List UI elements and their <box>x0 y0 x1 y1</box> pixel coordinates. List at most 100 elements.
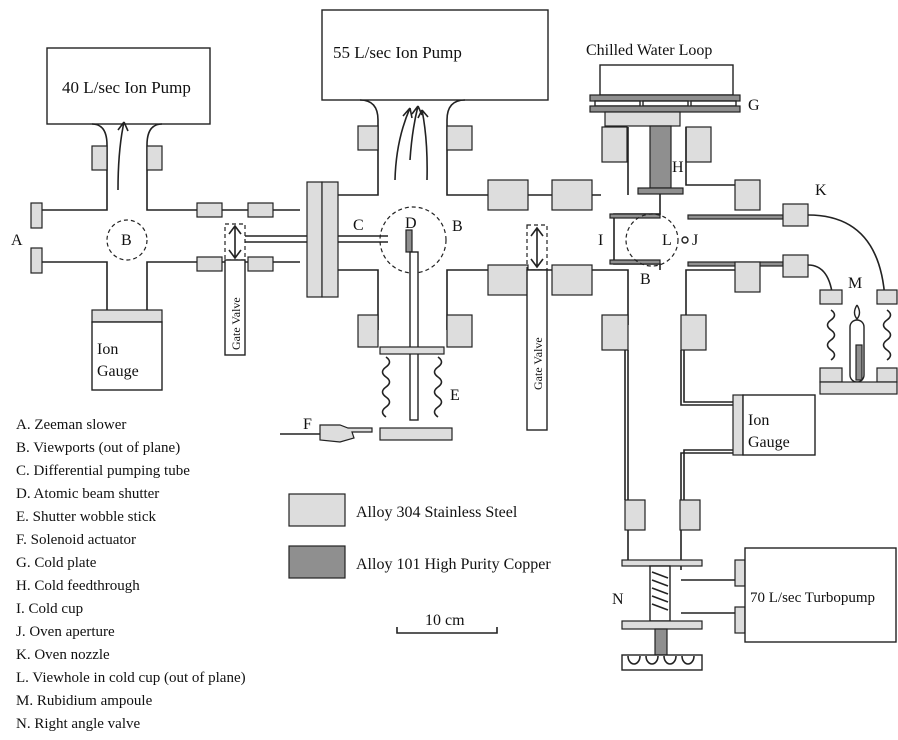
wobble-stick-shaft <box>409 251 419 421</box>
flange <box>819 367 843 383</box>
flange <box>91 309 163 323</box>
legend-item-l: L. Viewhole in cold cup (out of plane) <box>16 670 246 686</box>
valve-handle <box>621 654 703 671</box>
cold-cup-top <box>637 187 684 195</box>
legend-item-d: D. Atomic beam shutter <box>16 486 159 502</box>
ion-gauge-1-label-line2: Gauge <box>97 363 139 380</box>
ion-gauge-1-label-line1: Ion <box>97 341 118 358</box>
legend-item-i: I. Cold cup <box>16 601 83 617</box>
cold-plate-segment <box>690 100 737 107</box>
cold-cup-wall <box>609 259 661 265</box>
flange <box>679 499 701 531</box>
flange <box>446 125 473 151</box>
flange <box>446 314 473 348</box>
steel-label: Alloy 304 Stainless Steel <box>356 504 518 521</box>
flange <box>601 126 628 163</box>
pipe-left <box>624 350 629 500</box>
copper-label: Alloy 101 High Purity Copper <box>356 556 551 573</box>
label-n: N <box>612 591 624 608</box>
left-cross-lower-left-wall <box>42 261 108 322</box>
cold-plate-segment <box>594 100 641 107</box>
bellows <box>381 356 391 418</box>
flange <box>146 145 163 171</box>
ion-pump-40-box <box>46 47 211 125</box>
flange <box>379 427 453 441</box>
label-b1: B <box>121 232 132 249</box>
central-flange-left-2 <box>321 181 339 298</box>
cold-feedthrough <box>649 125 672 189</box>
scale-bar <box>396 627 498 634</box>
left-cross-upper-left-wall <box>42 123 108 211</box>
bellows <box>433 356 443 418</box>
gate-valve-2-body <box>526 269 548 431</box>
pipe-gauge-lower <box>680 449 733 500</box>
gate-valve-2-label: Gate Valve <box>531 337 545 390</box>
ion-pump-55-label: 55 L/sec Ion Pump <box>333 43 462 62</box>
ion-gauge-2-box <box>742 394 816 456</box>
flange <box>734 559 746 587</box>
center-upper-left-wall <box>338 99 379 196</box>
flange <box>876 367 898 383</box>
left-cross-lower-right-wall <box>146 261 300 322</box>
flange <box>621 559 703 567</box>
ion-gauge-1-box <box>91 321 163 391</box>
flange <box>601 314 629 351</box>
oven-nozzle-upper <box>687 214 784 220</box>
solenoid-hand-icon <box>319 424 373 443</box>
flange <box>551 179 593 211</box>
flange <box>30 247 43 274</box>
legend-item-a: A. Zeeman slower <box>16 417 126 433</box>
flange <box>196 256 223 272</box>
cold-cup <box>613 194 661 270</box>
label-d: D <box>405 215 417 232</box>
ion-pump-40-label: 40 L/sec Ion Pump <box>62 78 191 97</box>
legend-item-m: M. Rubidium ampoule <box>16 693 153 709</box>
cold-plate-segment <box>642 100 689 107</box>
pump-flow-arrow <box>409 105 423 161</box>
ion-gauge-2-label-line2: Gauge <box>748 434 790 451</box>
flange <box>487 179 529 211</box>
flange <box>734 261 761 293</box>
label-l: L <box>662 232 672 249</box>
gate-valve-2-dashed <box>526 224 548 271</box>
flange <box>732 394 744 456</box>
flange <box>30 202 43 229</box>
valve-stem <box>654 628 668 656</box>
legend-item-e: E. Shutter wobble stick <box>16 509 156 525</box>
bellows <box>882 309 892 361</box>
label-k: K <box>815 182 827 199</box>
chilled-water-label: Chilled Water Loop <box>586 42 712 59</box>
pump-flow-arrow <box>417 109 429 181</box>
label-c: C <box>353 217 364 234</box>
flange <box>621 620 703 630</box>
label-b2: B <box>452 218 463 235</box>
pipe-turbo <box>681 579 735 614</box>
chilled-water-loop-box <box>599 64 734 96</box>
flange <box>624 499 646 531</box>
cold-plate-bottom <box>589 105 741 113</box>
flange <box>196 202 223 218</box>
flange <box>247 202 274 218</box>
center-lower-left-wall <box>338 269 379 330</box>
bellows <box>826 309 836 361</box>
copper-swatch <box>288 545 346 579</box>
legend-item-h: H. Cold feedthrough <box>16 578 140 594</box>
legend-item-j: J. Oven aperture <box>16 624 115 640</box>
oven-elbow-outer <box>807 214 886 301</box>
right-lower-walls <box>601 269 738 325</box>
cold-plate-top <box>589 94 741 102</box>
legend-item-n: N. Right angle valve <box>16 716 140 732</box>
ion-pump-55-box <box>321 9 549 101</box>
legend-item-b: B. Viewports (out of plane) <box>16 440 180 456</box>
left-cross-upper-right-wall <box>146 123 300 211</box>
viewport-b3 <box>625 213 679 267</box>
gate-valve-1-body <box>224 259 246 356</box>
flange <box>782 254 809 278</box>
valve-spring <box>651 571 669 611</box>
legend-item-c: C. Differential pumping tube <box>16 463 190 479</box>
flange <box>876 289 898 305</box>
label-b3: B <box>640 271 651 288</box>
label-h: H <box>672 159 684 176</box>
label-j: J <box>692 232 698 249</box>
ion-gauge-2-label-line1: Ion <box>748 412 769 429</box>
